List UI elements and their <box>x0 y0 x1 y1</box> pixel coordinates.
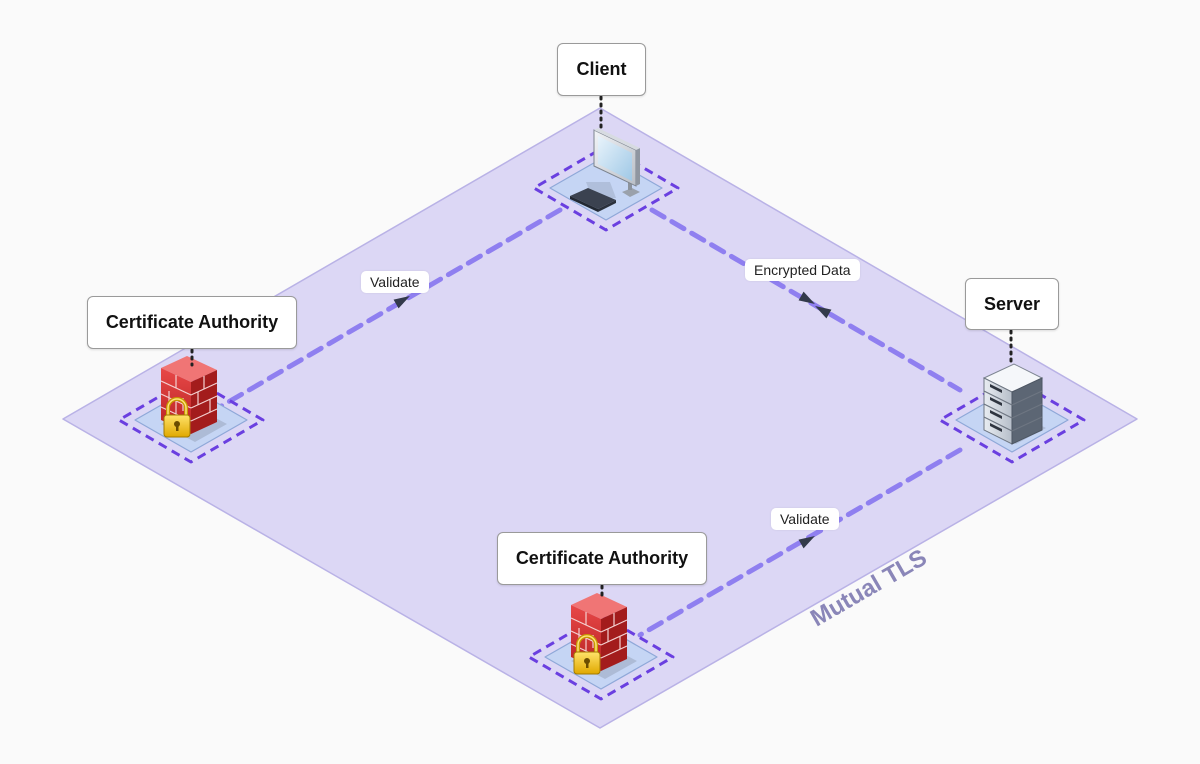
node-client[interactable] <box>532 127 680 232</box>
node-ca-left[interactable] <box>117 354 265 464</box>
node-selection-ring <box>117 376 265 464</box>
edge-arrow-edge-server-ca-0 <box>798 536 815 549</box>
nodes-layer <box>117 127 1086 701</box>
client-label: Client <box>557 43 646 96</box>
ca-left-label: Certificate Authority <box>87 296 297 349</box>
edge-label-client-server: Encrypted Data <box>745 259 860 281</box>
edge-client-server <box>649 207 963 393</box>
node-selection-ring <box>527 613 675 701</box>
edge-arrow-edge-client-server-1 <box>815 306 832 319</box>
edges <box>215 207 963 638</box>
edge-arrow-edge-client-ca-0 <box>393 296 410 309</box>
node-selection-ring <box>938 376 1086 464</box>
edge-client-ca <box>215 207 563 411</box>
edge-label-client-ca: Validate <box>361 271 429 293</box>
server-label: Server <box>965 278 1059 330</box>
edge-server-ca <box>637 447 963 638</box>
edge-label-server-ca: Validate <box>771 508 839 530</box>
server-rack-icon <box>983 363 1047 445</box>
node-ca-bottom[interactable] <box>527 591 675 701</box>
node-server[interactable] <box>938 363 1086 464</box>
edge-arrow-edge-client-server-0 <box>798 291 815 304</box>
ca-bottom-label: Certificate Authority <box>497 532 707 585</box>
leaders <box>190 95 1013 602</box>
node-selection-ring <box>532 144 680 232</box>
